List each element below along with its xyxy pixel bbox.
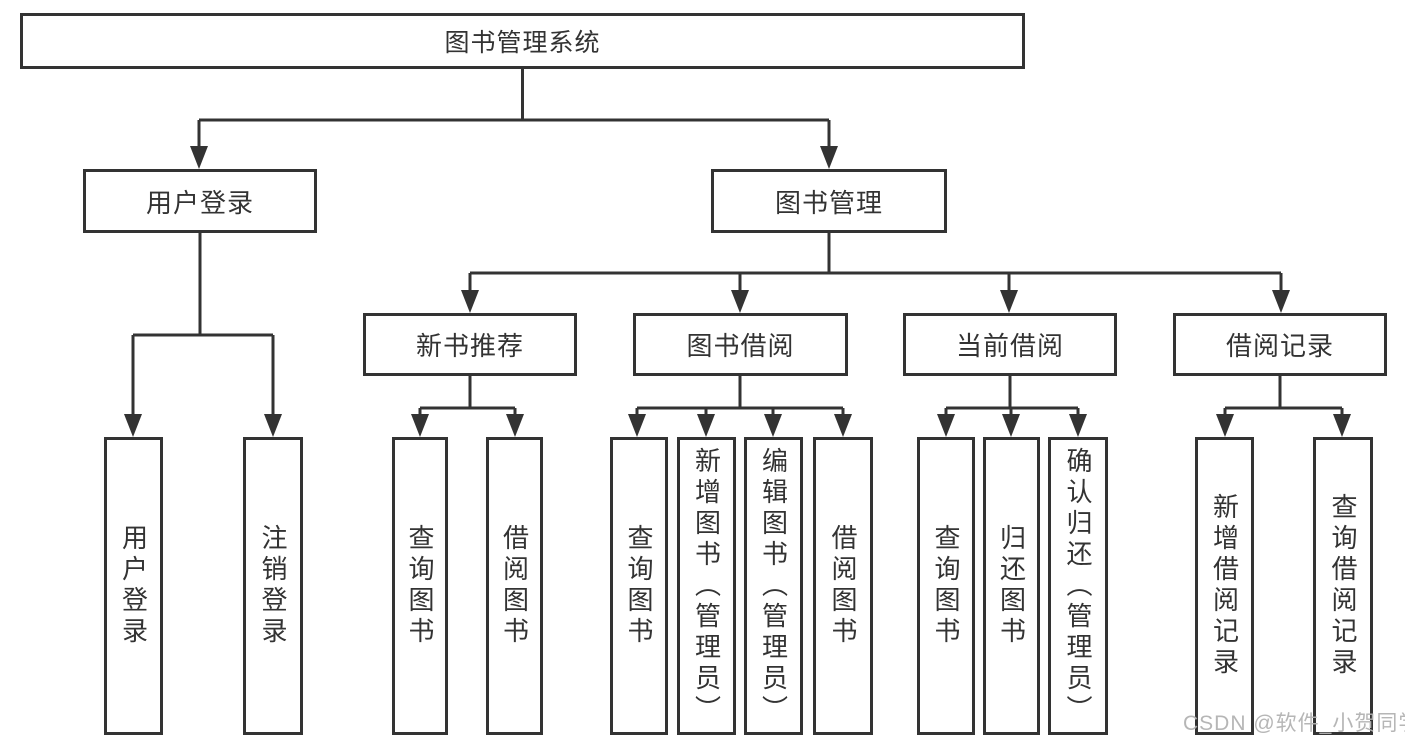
node-user-login: 用户登录 [83, 169, 317, 233]
node-label: 新增借阅记录 [1209, 493, 1240, 679]
arrow-down-icon [264, 414, 282, 437]
node-label: 注销登录 [258, 524, 288, 648]
leaf-current-confirm-return-admin: 确认归还（管理员） [1048, 437, 1108, 735]
node-borrow-record: 借阅记录 [1173, 313, 1387, 376]
arrow-down-icon [1272, 290, 1290, 313]
arrow-down-icon [834, 414, 852, 437]
node-label: 用户登录 [118, 524, 149, 648]
arrow-down-icon [628, 414, 646, 437]
arrow-down-icon [1216, 414, 1234, 437]
node-label: 查询图书 [405, 524, 435, 648]
node-label: 确认归还（管理员） [1063, 446, 1093, 726]
node-label: 查询图书 [624, 524, 654, 648]
node-label: 编辑图书（管理员） [758, 446, 789, 726]
leaf-current-query-book: 查询图书 [917, 437, 975, 735]
node-root: 图书管理系统 [20, 13, 1025, 69]
node-book-mgmt: 图书管理 [711, 169, 947, 233]
arrow-down-icon [1069, 414, 1087, 437]
node-label: 当前借阅 [955, 331, 1064, 361]
node-label: 图书管理系统 [444, 29, 601, 57]
connector-path [131, 69, 1344, 418]
node-label: 借阅图书 [828, 524, 858, 648]
leaf-borrow-edit-book-admin: 编辑图书（管理员） [744, 437, 803, 735]
arrow-down-icon [937, 414, 955, 437]
node-book-borrow: 图书借阅 [633, 313, 848, 376]
arrow-down-icon [697, 414, 715, 437]
node-label: 图书借阅 [686, 331, 795, 361]
arrow-down-icon [411, 414, 429, 437]
leaf-logout: 注销登录 [243, 437, 303, 735]
node-label: 归还图书 [996, 524, 1027, 648]
arrow-down-icon [731, 290, 749, 313]
node-label: 借阅记录 [1225, 331, 1334, 361]
leaf-current-return-book: 归还图书 [983, 437, 1040, 735]
leaf-newrec-borrow-book: 借阅图书 [486, 437, 543, 735]
node-label: 新增图书（管理员） [691, 446, 722, 726]
arrow-down-icon [1000, 290, 1018, 313]
leaf-borrow-borrow-book: 借阅图书 [813, 437, 873, 735]
arrow-down-icon [461, 290, 479, 313]
leaf-borrow-query-book: 查询图书 [610, 437, 668, 735]
leaf-borrow-add-book-admin: 新增图书（管理员） [677, 437, 736, 735]
leaf-user-login: 用户登录 [104, 437, 163, 735]
leaf-record-add-record: 新增借阅记录 [1195, 437, 1254, 735]
watermark: CSDN @软件_小贺同学 [1183, 712, 1405, 735]
node-label: 新书推荐 [415, 331, 524, 361]
arrow-down-icon [1333, 414, 1351, 437]
arrow-down-icon [820, 146, 838, 169]
node-new-book-rec: 新书推荐 [363, 313, 577, 376]
arrow-down-icon [764, 414, 782, 437]
leaf-newrec-query-book: 查询图书 [392, 437, 448, 735]
node-label: 查询图书 [931, 524, 961, 648]
node-label: 图书管理 [774, 187, 883, 218]
node-label: 查询借阅记录 [1328, 493, 1358, 679]
arrow-down-icon [506, 414, 524, 437]
arrow-down-icon [190, 146, 208, 169]
leaf-record-query-record: 查询借阅记录 [1313, 437, 1373, 735]
node-label: 借阅图书 [499, 524, 530, 648]
arrow-down-icon [124, 414, 142, 437]
node-current-borrow: 当前借阅 [903, 313, 1117, 376]
node-label: 用户登录 [145, 187, 254, 218]
arrow-down-icon [1002, 414, 1020, 437]
